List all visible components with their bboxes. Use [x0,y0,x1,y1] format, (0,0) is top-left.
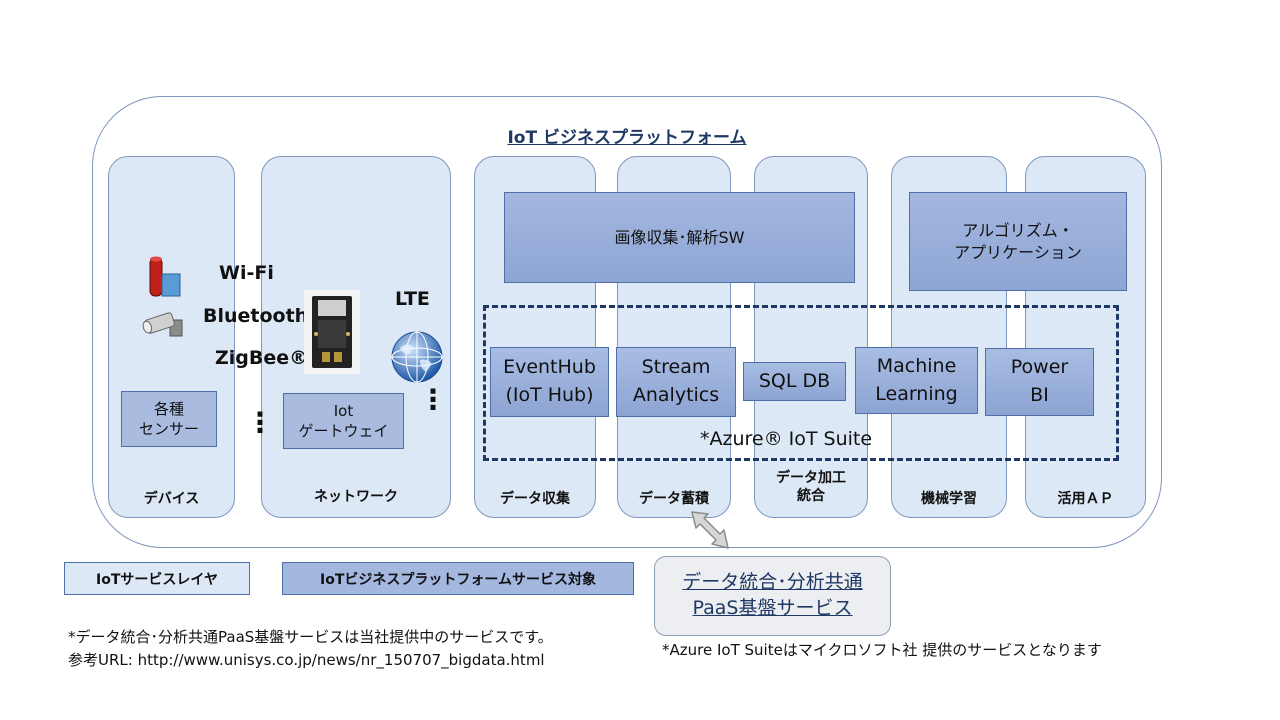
iot-module-icon [304,290,360,374]
service-sql-db: SQL DB [743,362,846,401]
service-stream-analytics: Stream Analytics [616,347,736,417]
footnote-paas: *データ統合･分析共通PaaS基盤サービスは当社提供中のサービスです。 [68,628,553,646]
column-label-application: 活用ＡＰ [1057,491,1114,507]
protocol-zigbee: ZigBee® [215,347,309,369]
column-label-network: ネットワーク [314,489,398,505]
column-label-data-processing: データ加工 統合 [776,470,846,505]
globe-icon [391,331,443,383]
algorithm-box: アルゴリズム・ アプリケーション [909,192,1127,291]
iot-gateway-box: Iot ゲートウェイ [283,393,404,449]
column-label-device: デバイス [143,491,200,507]
paas-service-box: データ統合･分析共通 PaaS基盤サービス [654,556,891,636]
device-more-dots: ⋮ [246,406,274,439]
legend-platform-target: IoTビジネスプラットフォームサービス対象 [282,562,634,595]
legend-service-layer: IoTサービスレイヤ [64,562,250,595]
paas-line2: PaaS基盤サービス [692,597,853,619]
service-power-bi: Power BI [985,348,1094,416]
column-label-data-storage: データ蓄積 [639,491,709,507]
footnote-url: 参考URL: http://www.unisys.co.jp/news/nr_1… [68,651,545,669]
sensor-icon [149,256,181,297]
protocol-bluetooth: Bluetooth® [203,305,328,327]
footnote-azure: *Azure IoT Suiteはマイクロソフト社 提供のサービスとなります [662,641,1102,659]
paas-line1: データ統合･分析共通 [682,571,863,594]
protocol-wifi: Wi-Fi [219,262,274,284]
lte-label: LTE [395,288,430,310]
service-eventhub: EventHub (IoT Hub) [490,347,609,417]
double-arrow-icon [691,511,729,549]
network-more-dots: ⋮ [419,383,447,416]
image-analysis-box: 画像収集･解析SW [504,192,855,283]
platform-title: IoT ビジネスプラットフォーム [507,128,747,148]
service-machine-learning: Machine Learning [855,347,978,414]
camera-icon [142,312,183,337]
column-label-machine-learning: 機械学習 [921,491,977,507]
azure-iot-suite-region [483,305,1119,461]
azure-iot-suite-label: *Azure® IoT Suite [700,428,873,450]
column-device: デバイス [108,156,235,518]
column-label-data-collection: データ収集 [500,491,570,507]
sensors-box: 各種 センサー [121,391,217,447]
